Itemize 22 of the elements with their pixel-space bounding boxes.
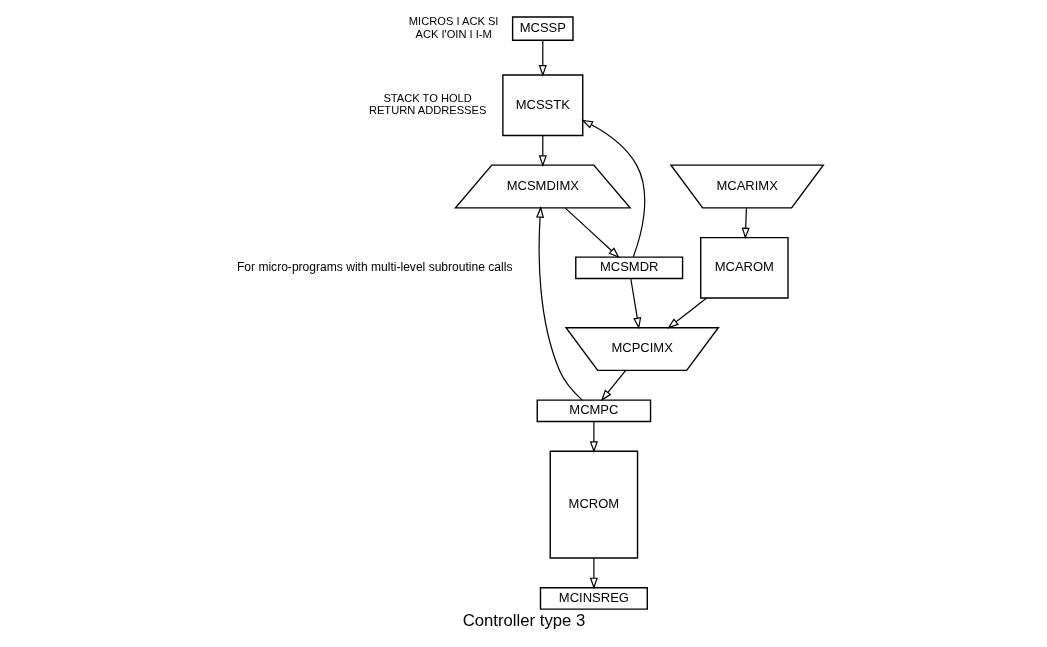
label: For micro-programs with multi-level subroutine calls bbox=[236, 259, 512, 274]
node-box: MCMPC bbox=[536, 399, 651, 423]
arrow bbox=[538, 135, 547, 167]
node-box: MCAROM bbox=[699, 236, 789, 299]
node-box: MCINSREG bbox=[539, 587, 648, 610]
arrow bbox=[589, 420, 598, 453]
node-box: MCSSP bbox=[511, 16, 574, 41]
node-label: STACK TO HOLD RETURN ADDRESSES bbox=[368, 92, 486, 117]
node-box: MCROM bbox=[549, 450, 638, 559]
arrow bbox=[580, 119, 645, 258]
arrow bbox=[538, 39, 547, 77]
arrow bbox=[563, 207, 620, 259]
arrow bbox=[600, 370, 626, 402]
caption: Controller type 3 bbox=[462, 611, 585, 631]
arrow bbox=[666, 297, 707, 329]
arrow bbox=[589, 557, 598, 590]
node-box: MCSMDR bbox=[574, 256, 683, 280]
arrow bbox=[629, 278, 641, 330]
arrow bbox=[535, 206, 583, 401]
node-label: MICROS I ACK SI ACK I'OIN I I-M bbox=[408, 15, 498, 40]
node-box: MCSSTK bbox=[501, 74, 583, 137]
arrow bbox=[741, 207, 750, 240]
